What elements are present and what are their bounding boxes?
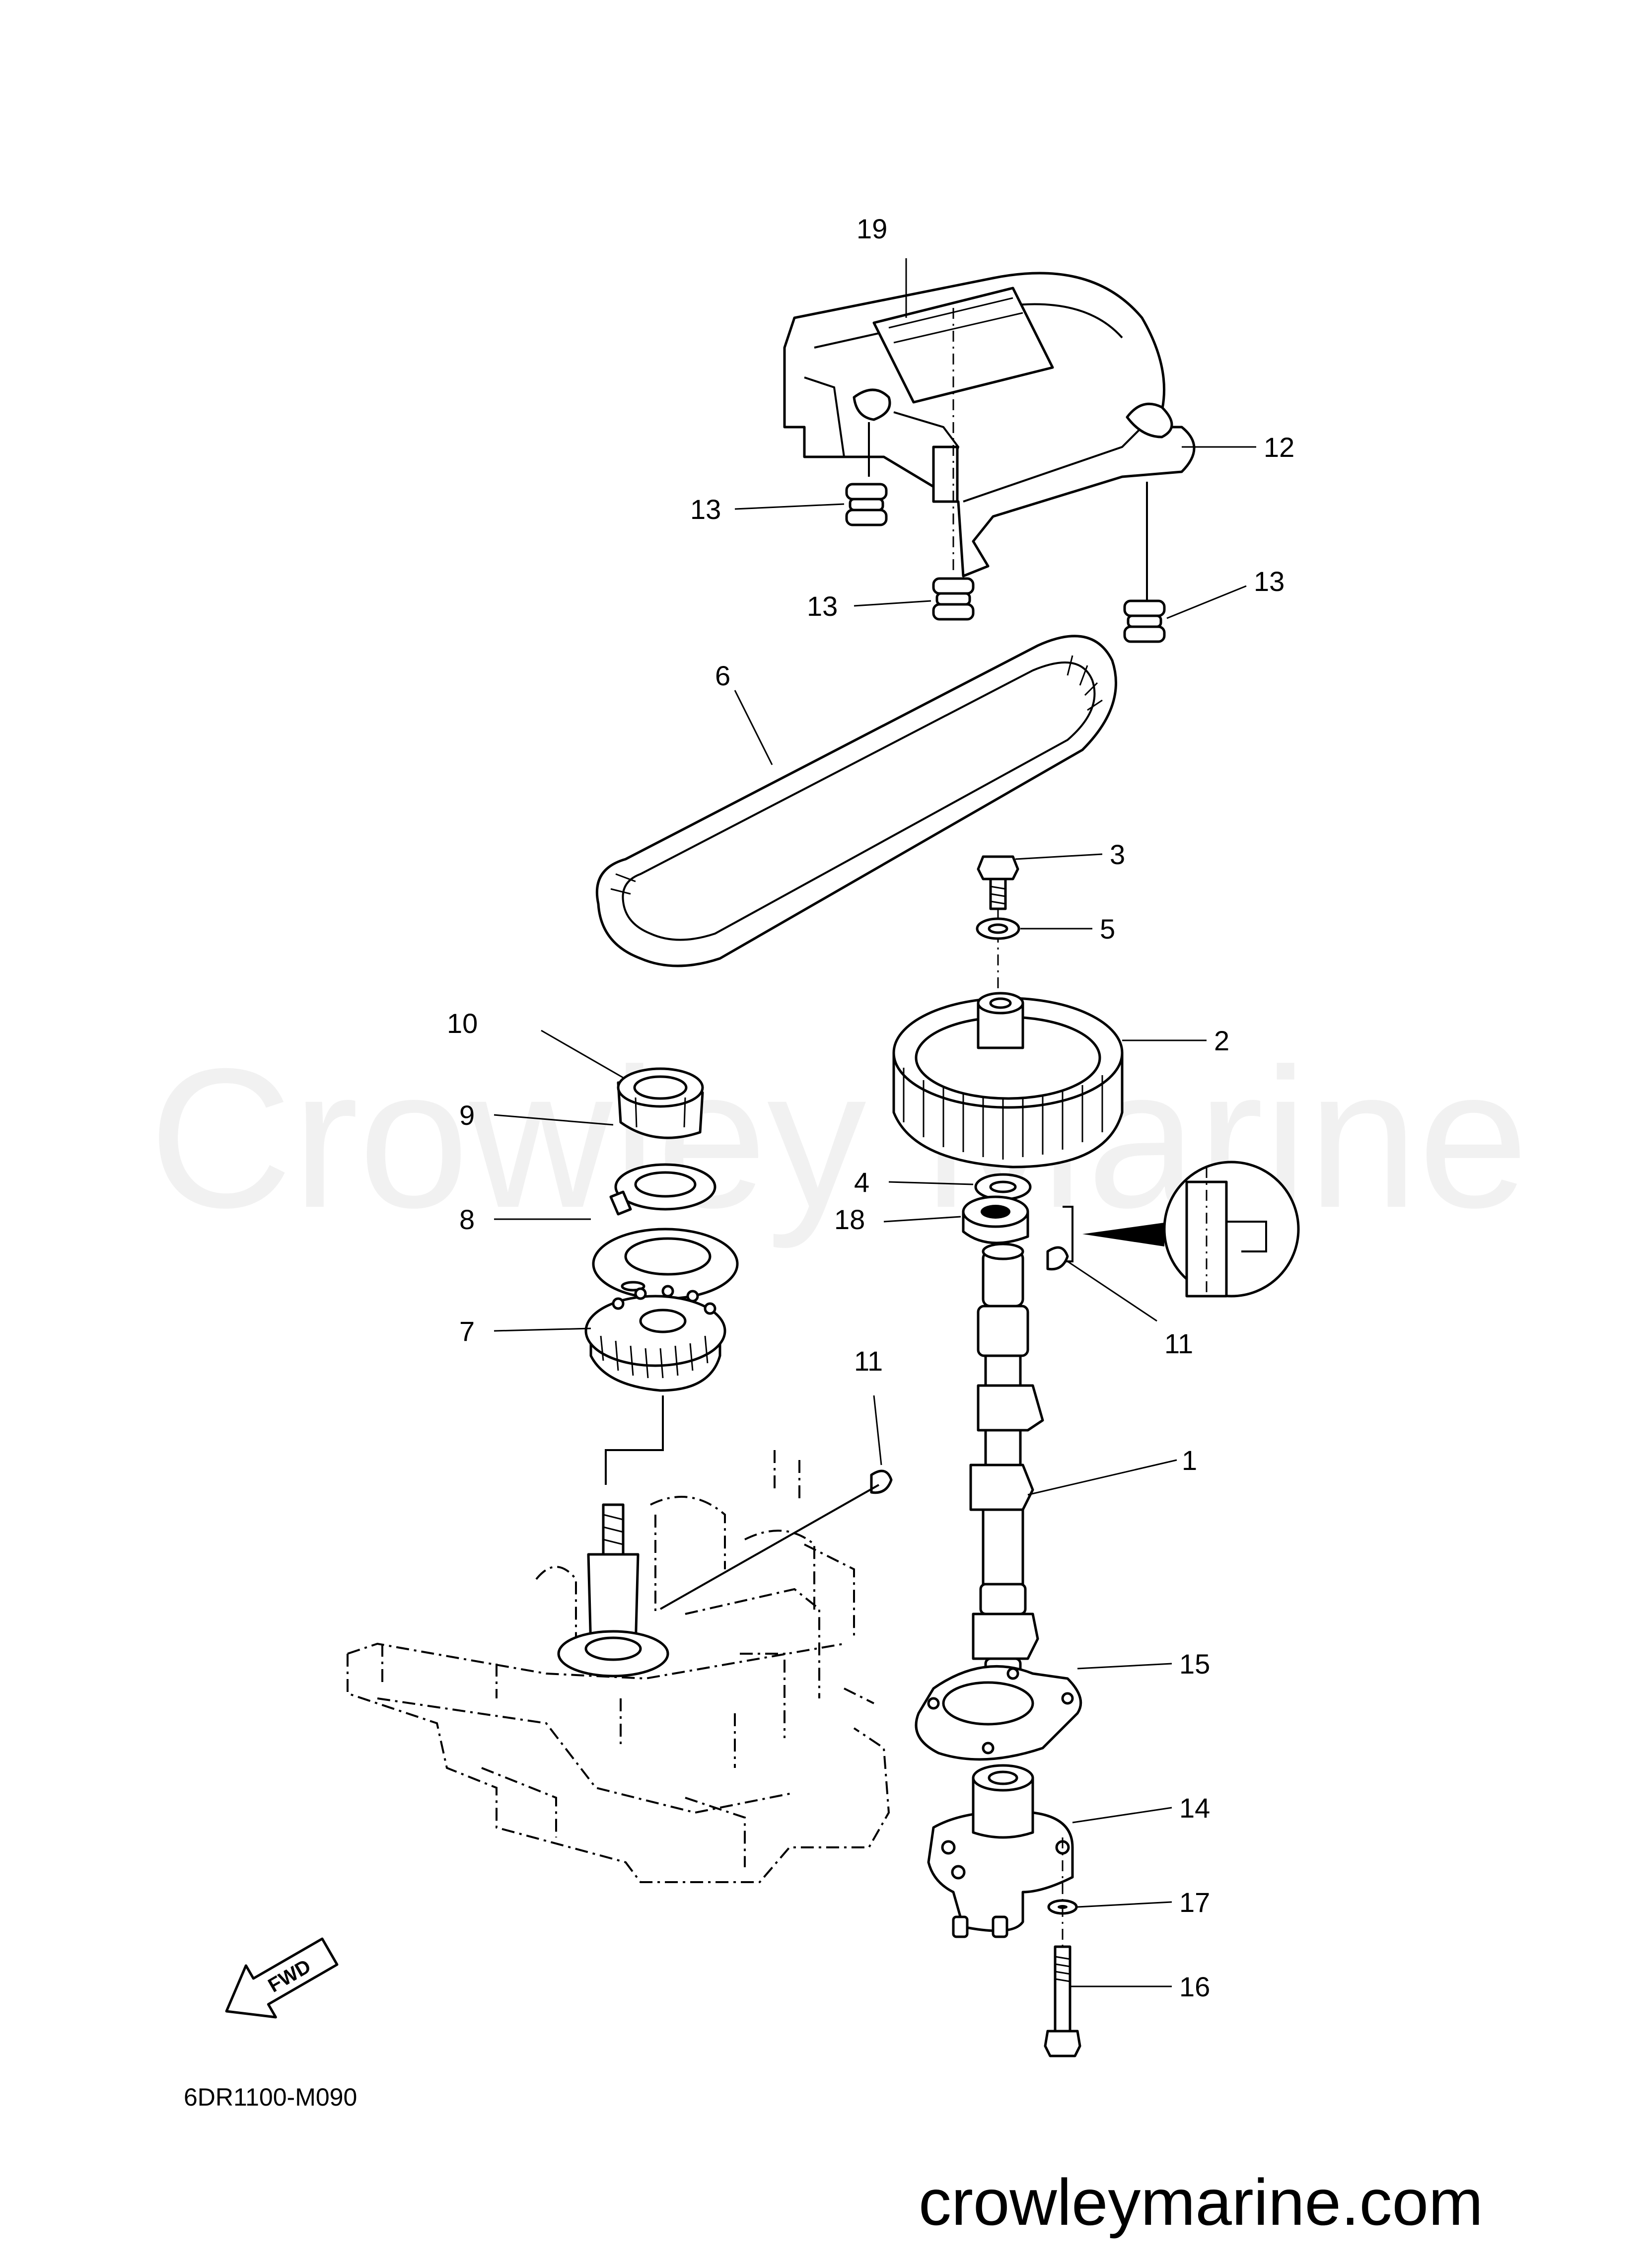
engine-block — [347, 1450, 890, 1883]
lock-washer[interactable] — [609, 1163, 716, 1216]
grommet-3[interactable] — [1123, 599, 1166, 643]
callout-2: 2 — [1214, 1025, 1229, 1056]
camshaft-pulley[interactable] — [892, 992, 1124, 1169]
nut[interactable] — [617, 1067, 704, 1139]
callout-13-left: 13 — [690, 494, 721, 525]
grommet-2[interactable] — [932, 577, 975, 621]
diagram-code: 6DR1100-M090 — [184, 2083, 357, 2111]
callout-1: 1 — [1182, 1445, 1197, 1476]
callout-19: 19 — [857, 213, 887, 244]
fwd-arrow: FWD — [225, 1937, 339, 2019]
detail-magnifier — [1163, 1161, 1300, 1298]
callout-13-right: 13 — [1254, 566, 1285, 597]
woodruff-key-2[interactable] — [870, 1469, 893, 1494]
grommet-1[interactable] — [845, 483, 888, 526]
crankshaft-sprocket[interactable] — [584, 1285, 726, 1392]
camshaft[interactable] — [969, 1243, 1044, 1690]
callout-11-right: 11 — [1164, 1328, 1193, 1359]
washer-4[interactable] — [974, 1173, 1032, 1201]
callout-11-left: 11 — [854, 1345, 883, 1377]
washer-5[interactable] — [976, 917, 1020, 940]
callout-15: 15 — [1179, 1648, 1210, 1680]
callout-16: 16 — [1179, 1971, 1210, 2002]
woodruff-key-1[interactable] — [1046, 1246, 1069, 1271]
callout-14: 14 — [1179, 1792, 1210, 1824]
callout-5: 5 — [1100, 913, 1115, 945]
callout-10: 10 — [447, 1008, 478, 1039]
callout-8: 8 — [459, 1204, 475, 1235]
callout-7: 7 — [459, 1316, 475, 1347]
callout-3: 3 — [1110, 839, 1125, 870]
bolt[interactable] — [977, 855, 1019, 910]
callout-12: 12 — [1264, 432, 1294, 463]
callout-13-center: 13 — [807, 590, 838, 622]
callout-4: 4 — [854, 1167, 869, 1198]
footer-url[interactable]: crowleymarine.com — [919, 2166, 1483, 2239]
oil-seal[interactable] — [962, 1195, 1029, 1244]
belt-cover[interactable] — [783, 272, 1196, 578]
gasket[interactable] — [915, 1665, 1082, 1761]
callout-6: 6 — [715, 660, 730, 691]
leader-lines — [494, 258, 1256, 1987]
callout-9: 9 — [459, 1099, 475, 1131]
oil-pump[interactable] — [927, 1764, 1074, 1938]
watermark-text: Crowley Marine — [149, 1027, 1529, 1250]
timing-belt[interactable] — [595, 635, 1117, 967]
callout-18: 18 — [834, 1204, 865, 1235]
plate[interactable] — [592, 1228, 739, 1300]
callout-17: 17 — [1179, 1887, 1210, 1918]
pump-bolt[interactable] — [1044, 1945, 1081, 2057]
